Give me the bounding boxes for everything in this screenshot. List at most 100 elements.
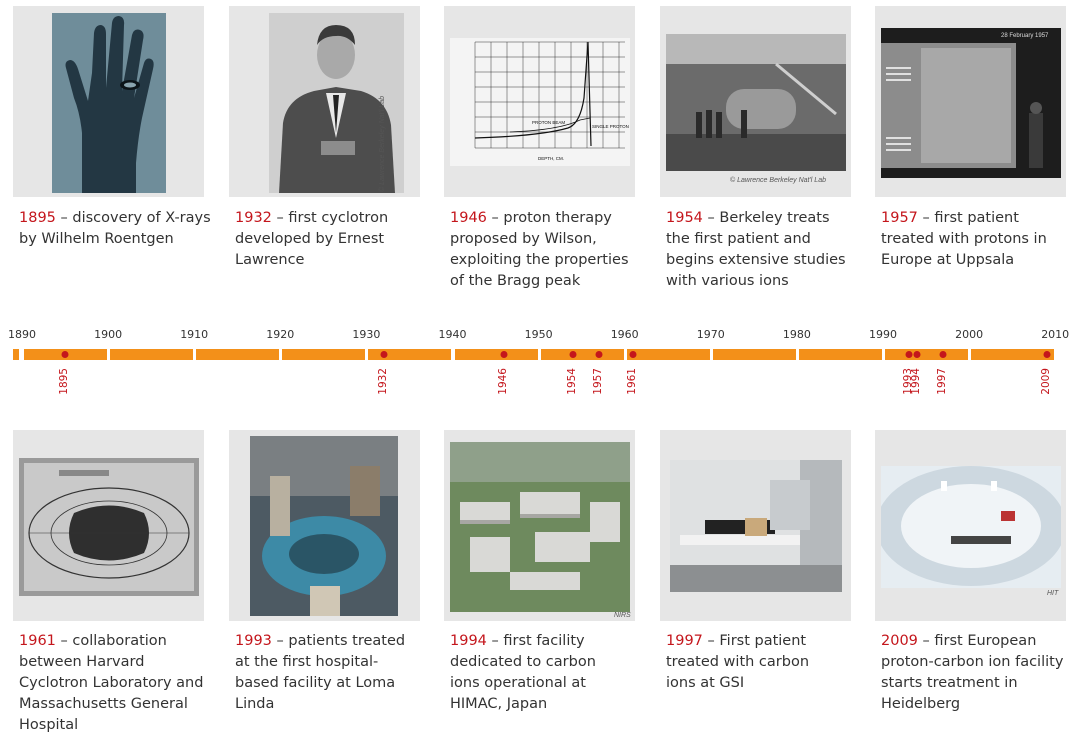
event-year: 2009 (881, 633, 918, 649)
event-marker (61, 351, 69, 358)
decade-label: 1960 (610, 328, 639, 341)
event-marker-label: 1994 (910, 368, 923, 395)
event-year: 1993 (235, 633, 272, 649)
photo-card-1994: NIRS (444, 430, 635, 621)
event-caption-2009: 2009 – first European proton-carbon ion … (881, 631, 1066, 715)
bragg-peak-chart-image: PROTON BEAM SINGLE PROTON DEPTH, CM. (450, 38, 630, 166)
event-marker-label: 1957 (591, 368, 604, 395)
timeline-segment (540, 349, 624, 360)
event-year: 1946 (450, 210, 487, 226)
event-marker (595, 351, 603, 358)
photo-credit: NIRS (614, 612, 631, 619)
event-caption-1895: 1895 – discovery of X-rays by Wilhelm Ro… (19, 208, 219, 250)
event-marker (500, 351, 508, 358)
event-marker-label: 1961 (626, 368, 639, 395)
event-text: – first facility dedicated to carbon ion… (450, 633, 596, 712)
event-caption-1997: 1997 – First patient treated with carbon… (666, 631, 836, 694)
timeline-segment (110, 349, 194, 360)
gsi-treatment-room-image (670, 460, 842, 592)
event-text: – proton therapy proposed by Wilson, exp… (450, 210, 629, 289)
event-year: 1954 (666, 210, 703, 226)
timeline-segment (454, 349, 538, 360)
event-text: – first cyclotron developed by Ernest La… (235, 210, 389, 268)
bragg-curve-label: PROTON BEAM (532, 120, 565, 125)
timeline-segment (626, 349, 710, 360)
bragg-x-label: DEPTH, CM. (538, 156, 564, 161)
event-year: 1997 (666, 633, 703, 649)
event-caption-1957: 1957 – first patient treated with proton… (881, 208, 1066, 271)
event-year: 1895 (19, 210, 56, 226)
event-marker (939, 351, 947, 358)
decade-label: 1980 (782, 328, 811, 341)
timeline-segment (13, 349, 19, 360)
event-text: – collaboration between Harvard Cyclotro… (19, 633, 204, 733)
event-year: 1957 (881, 210, 918, 226)
photo-card-1997 (660, 430, 851, 621)
event-marker-label: 1954 (566, 368, 579, 395)
decade-label: 1970 (696, 328, 725, 341)
decade-label: 1930 (352, 328, 381, 341)
decade-label: 1910 (180, 328, 209, 341)
event-caption-1946: 1946 – proton therapy proposed by Wilson… (450, 208, 640, 292)
event-caption-1932: 1932 – first cyclotron developed by Erne… (235, 208, 435, 271)
event-marker (380, 351, 388, 358)
decade-label: 1920 (266, 328, 295, 341)
event-marker (913, 351, 921, 358)
event-text: – patients treated at the first hospital… (235, 633, 406, 712)
himac-aerial-image (450, 442, 630, 612)
event-marker-label: 1932 (376, 368, 389, 395)
photo-card-1961 (13, 430, 204, 621)
timeline-segment (971, 349, 1055, 360)
event-year: 1961 (19, 633, 56, 649)
event-caption-1993: 1993 – patients treated at the first hos… (235, 631, 420, 715)
event-caption-1954: 1954 – Berkeley treats the first patient… (666, 208, 856, 292)
decade-label: 2000 (955, 328, 984, 341)
decade-label: 1890 (8, 328, 36, 341)
decade-label: 1990 (869, 328, 897, 341)
timeline-segment (712, 349, 796, 360)
event-year: 1932 (235, 210, 272, 226)
photo-credit: © Lawrence Berkeley Nat'l Lab (730, 177, 826, 184)
event-text: – Berkeley treats the first patient and … (666, 210, 846, 289)
event-marker (905, 351, 913, 358)
photo-card-1932: © Lawrence Berkeley Nat'l Lab (229, 6, 420, 197)
event-marker (629, 351, 637, 358)
event-caption-1961: 1961 – collaboration between Harvard Cyc… (19, 631, 204, 736)
lawrence-portrait-image (269, 13, 404, 193)
cyclotron-blueprint-image (19, 458, 199, 596)
photo-credit: HIT (1047, 590, 1059, 597)
photo-card-2009: HIT (875, 430, 1066, 621)
timeline-segment (798, 349, 882, 360)
decade-label: 1940 (438, 328, 467, 341)
photo-card-1895 (13, 6, 204, 197)
event-marker-label: 1997 (936, 368, 949, 395)
event-text: – discovery of X-rays by Wilhelm Roentge… (19, 210, 211, 247)
photo-card-1946: PROTON BEAM SINGLE PROTON DEPTH, CM. (444, 6, 635, 197)
event-year: 1994 (450, 633, 487, 649)
event-text: – first patient treated with protons in … (881, 210, 1047, 268)
event-marker (1043, 351, 1051, 358)
timeline-segment (368, 349, 452, 360)
event-caption-1994: 1994 – first facility dedicated to carbo… (450, 631, 630, 715)
decade-label: 1950 (524, 328, 553, 341)
photo-credit: © Lawrence Berkeley Nat'l Lab (379, 96, 386, 192)
timeline-segment (282, 349, 366, 360)
heidelberg-gantry-image (881, 466, 1061, 588)
loma-linda-gantry-image (250, 436, 398, 616)
bragg-curve-label: SINGLE PROTON (592, 124, 629, 129)
decade-label: 2010 (1041, 328, 1070, 341)
uppsala-synchrocyclotron-image: 28 February 1957 (881, 28, 1061, 178)
photo-date-label: 28 February 1957 (1001, 33, 1049, 39)
event-marker (569, 351, 577, 358)
timeline-segment (885, 349, 969, 360)
photo-card-1954: © Lawrence Berkeley Nat'l Lab (660, 6, 851, 197)
event-marker-label: 1946 (497, 368, 510, 395)
timeline-segment (196, 349, 280, 360)
event-text: – first European proton-carbon ion facil… (881, 633, 1064, 712)
event-text: – First patient treated with carbon ions… (666, 633, 810, 691)
decade-label: 1900 (94, 328, 123, 341)
photo-card-1993 (229, 430, 420, 621)
event-marker-label: 2009 (1039, 368, 1052, 395)
berkeley-accelerator-image (666, 34, 846, 171)
xray-hand-image (52, 13, 166, 193)
